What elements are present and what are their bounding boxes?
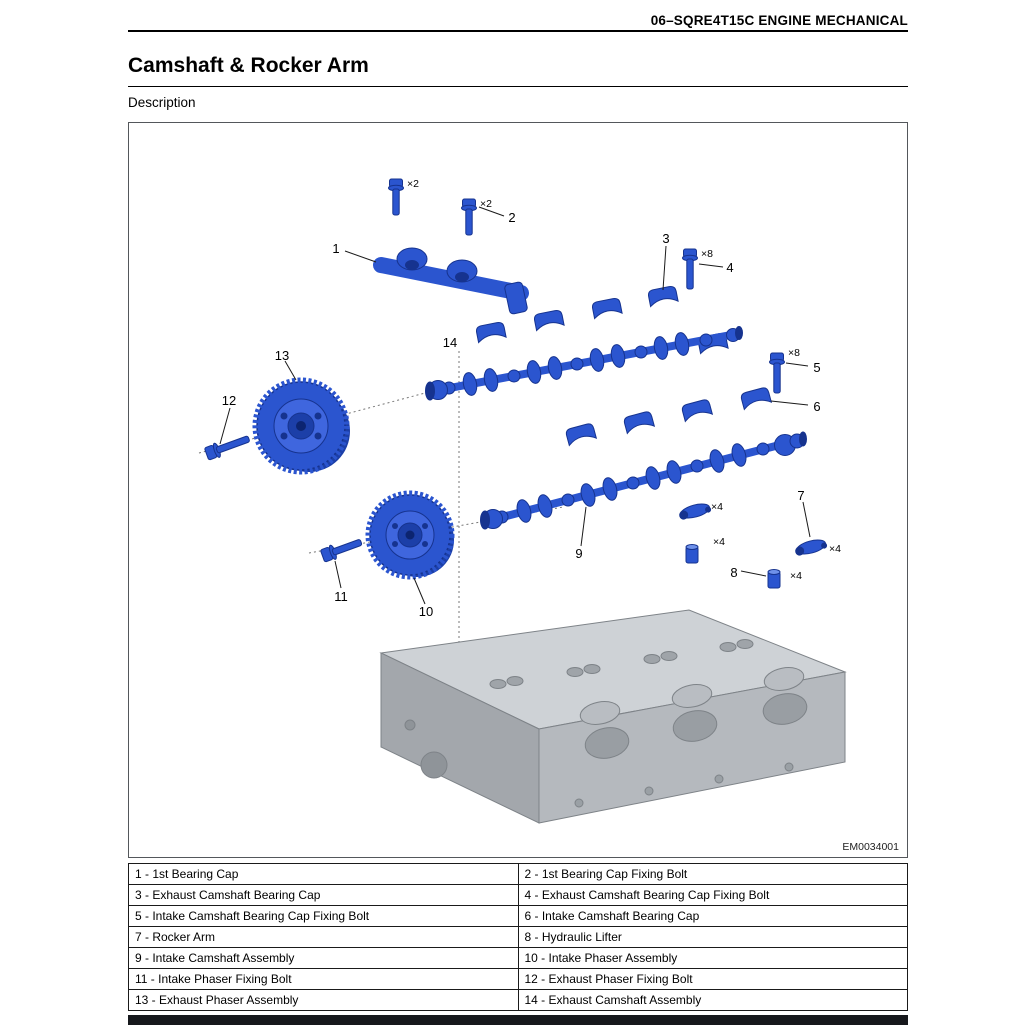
leader-lines (219, 206, 811, 605)
callout-13-label: 13 (275, 348, 289, 363)
part-cell: 1 - 1st Bearing Cap (128, 863, 519, 885)
section-subtitle: Description (128, 95, 196, 110)
qty-label-7: ×4 (829, 543, 841, 555)
part-cell: 11 - Intake Phaser Fixing Bolt (128, 968, 519, 990)
callout-12-label: 12 (222, 393, 236, 408)
parts-legend-table: 1 - 1st Bearing Cap 2 - 1st Bearing Cap … (128, 863, 908, 1011)
construction-lines (198, 351, 564, 643)
rocker-arm-a (679, 503, 712, 520)
intake-camshaft (480, 431, 807, 530)
title-rule (128, 86, 908, 87)
figure-code: EM0034001 (842, 841, 899, 853)
valve-pockets (489, 639, 754, 689)
intake-phaser-bolt (320, 539, 363, 563)
qty-label-6: ×4 (713, 536, 725, 548)
callout-3-label: 3 (662, 231, 669, 246)
part-cell: 8 - Hydraulic Lifter (517, 926, 908, 948)
callout-10-label: 10 (419, 604, 433, 619)
bearing-cap-bolt-1 (388, 178, 404, 216)
qty-label-2: ×2 (480, 198, 492, 210)
side-bore (420, 751, 448, 779)
next-section-bar (128, 1015, 908, 1025)
page-title: Camshaft & Rocker Arm (128, 54, 369, 77)
legend-row: 7 - Rocker Arm 8 - Hydraulic Lifter (128, 926, 908, 948)
callout-9-label: 9 (575, 546, 582, 561)
bearing-saddles (579, 667, 805, 725)
part-cell: 14 - Exhaust Camshaft Assembly (517, 989, 908, 1011)
part-cell: 7 - Rocker Arm (128, 926, 519, 948)
callout-1-label: 1 (332, 241, 339, 256)
intake-phaser (365, 490, 455, 580)
part-cell: 4 - Exhaust Camshaft Bearing Cap Fixing … (517, 884, 908, 906)
rocker-arm-b (795, 539, 828, 556)
callout-14-label: 14 (443, 335, 457, 350)
part-cell: 12 - Exhaust Phaser Fixing Bolt (517, 968, 908, 990)
exhaust-cap-bolt (682, 248, 698, 290)
qty-label-5: ×4 (711, 501, 723, 513)
front-face-arches (584, 693, 808, 759)
qty-label-4: ×8 (788, 347, 800, 359)
legend-row: 1 - 1st Bearing Cap 2 - 1st Bearing Cap … (128, 863, 908, 885)
legend-row: 5 - Intake Camshaft Bearing Cap Fixing B… (128, 905, 908, 927)
engine-block (379, 609, 847, 824)
manual-page: 06–SQRE4T15C ENGINE MECHANICAL Camshaft … (128, 0, 908, 1025)
legend-row: 3 - Exhaust Camshaft Bearing Cap 4 - Exh… (128, 884, 908, 906)
qty-label-3: ×8 (701, 248, 713, 260)
callout-7-label: 7 (797, 488, 804, 503)
part-cell: 3 - Exhaust Camshaft Bearing Cap (128, 884, 519, 906)
legend-row: 9 - Intake Camshaft Assembly 10 - Intake… (128, 947, 908, 969)
bolt-bosses (574, 762, 794, 808)
callout-5-label: 5 (813, 360, 820, 375)
callout-11-label: 11 (334, 589, 348, 604)
intake-bearing-caps (565, 387, 773, 447)
callout-4-label: 4 (726, 260, 733, 275)
side-hole (404, 719, 416, 731)
hydraulic-lifter-a (685, 544, 699, 564)
qty-label-1: ×2 (407, 178, 419, 190)
part-cell: 5 - Intake Camshaft Bearing Cap Fixing B… (128, 905, 519, 927)
callout-8-label: 8 (730, 565, 737, 580)
legend-row: 13 - Exhaust Phaser Assembly 14 - Exhaus… (128, 989, 908, 1011)
legend-row: 11 - Intake Phaser Fixing Bolt 12 - Exha… (128, 968, 908, 990)
chapter-header: 06–SQRE4T15C ENGINE MECHANICAL (650, 13, 908, 28)
first-bearing-cap (373, 247, 529, 315)
bearing-cap-bolt-2 (461, 198, 477, 236)
part-cell: 10 - Intake Phaser Assembly (517, 947, 908, 969)
part-cell: 13 - Exhaust Phaser Assembly (128, 989, 519, 1011)
intake-cap-bolt (769, 352, 785, 394)
exploded-view-svg: 1 2 3 4 5 6 7 8 9 10 11 12 13 14 ×2 ×2 ×… (198, 178, 899, 853)
exhaust-phaser (252, 377, 350, 475)
exhaust-phaser-bolt (204, 435, 250, 461)
hydraulic-lifter-b (767, 569, 781, 589)
callout-2-label: 2 (508, 210, 515, 225)
qty-label-8: ×4 (790, 570, 802, 582)
part-cell: 9 - Intake Camshaft Assembly (128, 947, 519, 969)
part-cell: 6 - Intake Camshaft Bearing Cap (517, 905, 908, 927)
callout-6-label: 6 (813, 399, 820, 414)
part-cell: 2 - 1st Bearing Cap Fixing Bolt (517, 863, 908, 885)
exhaust-camshaft (425, 326, 743, 401)
header-rule (128, 30, 908, 32)
exploded-view-figure: 1 2 3 4 5 6 7 8 9 10 11 12 13 14 ×2 ×2 ×… (128, 122, 908, 858)
